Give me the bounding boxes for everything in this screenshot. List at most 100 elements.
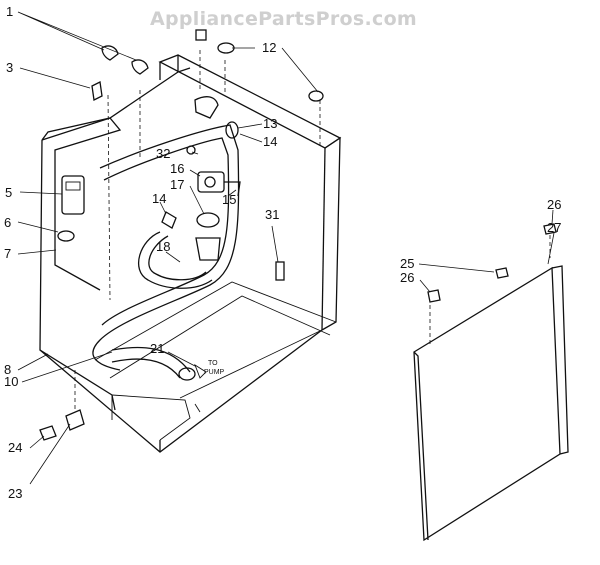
callout-24: 24 xyxy=(8,440,22,455)
callout-6: 6 xyxy=(4,215,11,230)
leader-31 xyxy=(271,225,279,263)
callout-10: 10 xyxy=(4,374,18,389)
panel-left-return xyxy=(413,351,429,541)
leader-26a xyxy=(551,209,554,225)
callout-7: 7 xyxy=(4,246,11,261)
hose-inner xyxy=(101,137,230,326)
part-23-leveler xyxy=(65,409,85,431)
pump-note-to: TO xyxy=(208,360,218,367)
leader-21 xyxy=(167,351,196,367)
hose-10-inner xyxy=(111,358,181,379)
part-5-detail xyxy=(65,181,81,191)
leader-25 xyxy=(418,263,495,273)
part-6-ring xyxy=(57,230,75,242)
part-15-bracket xyxy=(224,181,241,197)
foot-mark xyxy=(194,403,201,413)
callout-3: 3 xyxy=(6,60,13,75)
part-16-valve-port xyxy=(204,176,216,188)
leader-13 xyxy=(237,123,263,129)
callout-14-lower: 14 xyxy=(152,191,166,206)
pump-hose-clamp xyxy=(178,367,196,381)
leader-26b xyxy=(419,279,431,293)
callout-1: 1 xyxy=(6,4,13,19)
callout-13: 13 xyxy=(263,116,277,131)
part-32-screw xyxy=(186,145,196,155)
callout-16: 16 xyxy=(170,161,184,176)
part-1-clip-b xyxy=(131,59,149,75)
part-3-screw xyxy=(91,81,103,101)
hose-18-inner xyxy=(148,235,207,281)
leader-8 xyxy=(17,353,49,371)
part-31-bumper xyxy=(275,261,285,281)
leader-14b xyxy=(159,201,167,215)
callout-15: 15 xyxy=(222,192,236,207)
base-left-rail xyxy=(111,394,191,441)
part-1-clip-a xyxy=(101,45,119,61)
base-inner-front xyxy=(109,295,331,379)
callout-31: 31 xyxy=(265,207,279,222)
leader-18 xyxy=(165,251,181,263)
leader-7 xyxy=(17,249,57,255)
part-27-front-panel xyxy=(413,266,561,542)
callout-5: 5 xyxy=(5,185,12,200)
watermark: AppliancePartsPros.com xyxy=(150,8,418,30)
callout-32: 32 xyxy=(156,146,170,161)
leader-23 xyxy=(29,423,71,485)
part-26-clip-top xyxy=(543,223,557,235)
align-line-1 xyxy=(107,94,111,301)
front-panel-assembly xyxy=(413,223,569,542)
callout-21: 21 xyxy=(150,341,164,356)
pump-note-pump: PUMP xyxy=(204,369,225,376)
callout-17: 17 xyxy=(170,177,184,192)
leader-32 xyxy=(191,151,199,155)
hose-18 xyxy=(138,231,213,289)
leader-6 xyxy=(17,221,59,233)
callout-23: 23 xyxy=(8,486,22,501)
part-14-clip xyxy=(161,211,177,229)
valve-parts xyxy=(39,29,324,441)
left-flange xyxy=(41,117,122,291)
base-front-rail xyxy=(179,329,323,399)
pump-connector xyxy=(194,363,207,379)
part-top-screw xyxy=(195,29,207,41)
leader-1 xyxy=(17,11,137,61)
callout-8: 8 xyxy=(4,362,11,377)
part-13-elbow xyxy=(194,96,219,119)
panel-right-return xyxy=(551,265,569,455)
part-14-clamp xyxy=(225,121,239,139)
leader-17 xyxy=(189,185,205,215)
cabinet-bottom-edge xyxy=(39,329,323,453)
hose-outer xyxy=(92,124,240,371)
cabinet-left-side xyxy=(39,139,116,411)
leader-lines xyxy=(17,11,555,485)
leader-16 xyxy=(189,169,201,177)
cabinet-right-side xyxy=(321,136,341,331)
leader-10 xyxy=(21,351,113,383)
leader-15 xyxy=(227,189,237,197)
cabinet-left-top xyxy=(41,71,179,141)
callout-14-upper: 14 xyxy=(263,134,277,149)
callout-26-left: 26 xyxy=(400,270,414,285)
part-5-switch xyxy=(61,175,85,215)
leader-12 xyxy=(232,47,319,93)
cabinet-right-front-edge xyxy=(321,147,326,331)
leader-27 xyxy=(547,232,555,265)
hose-10 xyxy=(111,346,191,373)
leader-24 xyxy=(29,435,45,449)
callout-27: 27 xyxy=(547,220,561,235)
callout-labels: 1 3 5 6 7 8 10 12 13 14 32 16 17 14 15 1… xyxy=(4,4,561,501)
leader-14a xyxy=(239,133,263,143)
callout-25: 25 xyxy=(400,256,414,271)
part-16-valve xyxy=(197,171,225,193)
part-17-ring xyxy=(196,212,220,228)
part-12-plug-a xyxy=(217,42,235,54)
cabinet xyxy=(39,50,551,453)
base-inner-rear xyxy=(94,281,337,361)
callout-18: 18 xyxy=(156,239,170,254)
part-26-clip-left xyxy=(427,289,441,303)
callout-12: 12 xyxy=(262,40,276,55)
leader-3 xyxy=(19,67,91,89)
part-17-coupling xyxy=(195,237,221,261)
